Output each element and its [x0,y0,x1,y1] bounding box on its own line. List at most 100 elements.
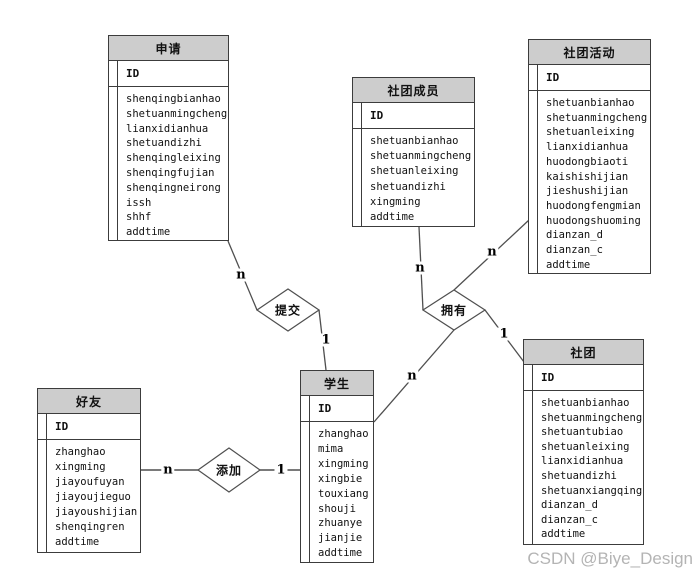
entity-title: 社团 [524,340,643,365]
entity-attribute-list: shetuanbianhao shetuanmingcheng shetuanlei… [353,129,474,225]
cardinality-yongyou-xuesheng: n [405,368,419,384]
attribute: jiayoushijian [55,506,138,518]
attribute: shenqingren [55,521,125,533]
entity-title: 学生 [301,371,373,396]
attribute: shenqingneirong [126,181,221,194]
cardinality-yongyou-chengyuan: n [413,260,427,276]
key-column-divider [117,60,118,240]
attribute: shetuanleixing [541,440,630,453]
diamond-tianjia [196,447,262,493]
attribute: addtime [541,528,586,541]
cardinality-tijiao-xuesheng: 1 [319,332,333,348]
attribute: shetuanbianhao [541,397,630,409]
attribute: jianjie [318,532,363,545]
attribute: zhanghao [55,446,106,458]
entity-attribute-list: zhanghao mima xingming xingbie touxiang shouj… [301,422,373,561]
attribute: shouji [318,502,356,515]
entity-id-field: ID [524,365,643,391]
entity-id-field: ID [529,65,650,91]
entity-attribute-list: shetuanbianhao shetuanmingcheng shetuantub… [524,391,643,542]
attribute: mima [318,442,344,455]
attribute: addtime [546,258,591,271]
attribute: shetuanleixing [546,126,635,139]
entity-table-haoyou: 好友 ID zhanghao xingming jiayoufuyan jiayouj… [37,388,141,553]
attribute: dianzan_c [546,244,603,257]
entity-table-xuesheng: 学生 ID zhanghao mima xingming xingbie touxian… [300,370,374,563]
attribute: dianzan_c [541,513,598,526]
attribute: shetuandizhi [370,180,446,193]
attribute: jiayoufuyan [55,476,125,488]
attribute: shetuanmingcheng [370,150,472,163]
attribute: kaishishijian [546,170,629,183]
attribute: huodongshuoming [546,214,641,227]
attribute: shetuanbianhao [370,135,459,147]
attribute: xingbie [318,472,363,485]
attribute: lianxidianhua [541,455,624,468]
attribute: jiayoujieguo [55,491,131,503]
key-column-divider [309,395,310,562]
attribute: shetuanbianhao [546,97,635,109]
entity-id-field: ID [38,414,140,440]
attribute: addtime [370,211,415,224]
attribute: shetuandizhi [541,469,617,482]
attribute: huodongfengmian [546,199,641,212]
entity-title: 社团成员 [353,78,474,103]
entity-title: 社团活动 [529,40,650,65]
attribute: zhuanye [318,517,363,530]
attribute: shenqingbianhao [126,93,221,105]
key-column-divider [46,413,47,552]
attribute: shetuandizhi [126,137,202,150]
relationship-label-yongyou: 拥有 [440,303,468,318]
attribute: shetuanxiangqing [541,484,643,497]
key-column-divider [361,102,362,226]
entity-title: 申请 [109,36,228,61]
cardinality-yongyou-huodong: n [485,244,499,260]
attribute: touxiang [318,487,369,500]
attribute: lianxidianhua [546,141,629,154]
attribute: dianzan_d [546,229,603,242]
attribute: huodongbiaoti [546,155,629,168]
cardinality-tijiao-shenqing: n [234,267,248,283]
relationship-label-tijiao: 提交 [274,303,302,318]
key-column-divider [537,64,538,273]
attribute: dianzan_d [541,499,598,512]
diamond-yongyou [421,289,487,331]
cardinality-tianjia-xuesheng: 1 [274,462,288,478]
attribute: zhanghao [318,428,369,440]
entity-attribute-list: shetuanbianhao shetuanmingcheng shetuanlei… [529,91,650,272]
entity-attribute-list: shenqingbianhao shetuanmingcheng lianxidia… [109,87,228,240]
key-column-divider [532,364,533,544]
attribute: lianxidianhua [126,122,209,135]
attribute: addtime [318,547,363,560]
csdn-watermark: CSDN @Biye_Design [527,549,693,568]
attribute: addtime [55,536,100,548]
attribute: jieshushijian [546,185,629,198]
diamond-tijiao [255,288,321,332]
entity-title: 好友 [38,389,140,414]
entity-id-field: ID [301,396,373,422]
cardinality-yongyou-shetuan: 1 [497,326,511,342]
attribute: shenqingfujian [126,166,215,179]
attribute: shetuanmingcheng [546,111,648,124]
attribute: issh [126,196,152,209]
relationship-label-tianjia: 添加 [215,463,243,478]
attribute: shetuanmingcheng [541,411,643,424]
entity-id-field: ID [353,103,474,129]
attribute: shetuantubiao [541,426,624,439]
attribute: xingming [55,461,106,473]
entity-id-field: ID [109,61,228,87]
entity-table-shenqing: 申请 ID shenqingbianhao shetuanmingcheng lia… [108,35,229,241]
attribute: shetuanmingcheng [126,107,228,120]
cardinality-tianjia-haoyou: n [161,462,175,478]
attribute: shetuanleixing [370,165,459,178]
attribute: xingming [370,195,421,208]
attribute: shhf [126,211,152,224]
attribute: addtime [126,226,171,239]
attribute: shenqingleixing [126,152,221,165]
attribute: xingming [318,457,369,470]
